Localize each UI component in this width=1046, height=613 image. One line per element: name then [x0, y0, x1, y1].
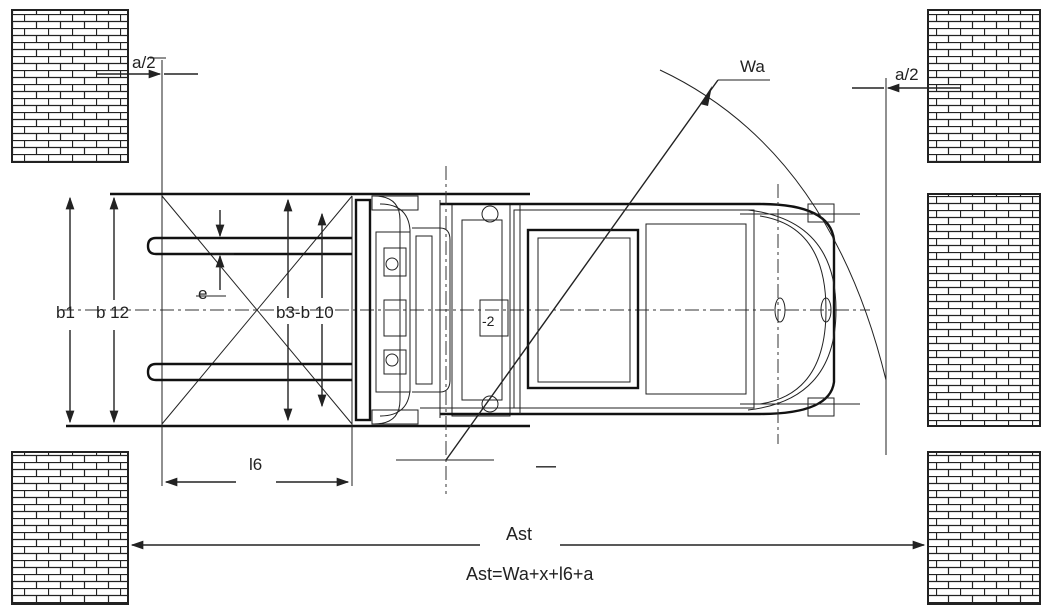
e-dimension: e [196, 210, 234, 303]
b12-label: b 12 [96, 303, 129, 322]
a-half-left-label: a/2 [132, 53, 156, 72]
a-half-left-dimension: a/2 [96, 53, 198, 200]
b12-dimension: b 12 [96, 196, 129, 424]
wa-arrowhead [700, 86, 712, 106]
rack-wall-top-right [927, 9, 1041, 163]
ast-dimension: Ast Ast=Wa+x+l6+a [130, 524, 926, 584]
l6-label: l6 [249, 455, 262, 474]
forks [146, 236, 352, 382]
wa-turning-radius: Wa [445, 57, 887, 461]
pallet-load-outline [66, 192, 530, 486]
wa-label: Wa [740, 57, 765, 76]
b1-dimension: b1 [56, 196, 75, 424]
e-label: e [198, 284, 207, 303]
rack-wall-bottom-right [927, 451, 1041, 605]
forklift-truck: -2 [354, 195, 860, 425]
ast-label: Ast [506, 524, 532, 544]
ast-formula: Ast=Wa+x+l6+a [466, 564, 594, 584]
rack-wall-bottom-left [11, 451, 129, 605]
b3-b10-label: b3-b 10 [276, 303, 334, 322]
b3-b10-dimension: b3-b 10 [276, 198, 334, 422]
rack-wall-middle-right [927, 193, 1041, 427]
a-half-right-dimension: a/2 [852, 65, 960, 455]
a-half-right-label: a/2 [895, 65, 919, 84]
x-dimension: — [396, 455, 556, 477]
rack-wall-top-left [11, 9, 129, 163]
x-label: — [536, 455, 556, 477]
l6-dimension: l6 [164, 455, 350, 487]
drive-unit-mark: -2 [482, 313, 495, 329]
b1-label: b1 [56, 303, 75, 322]
